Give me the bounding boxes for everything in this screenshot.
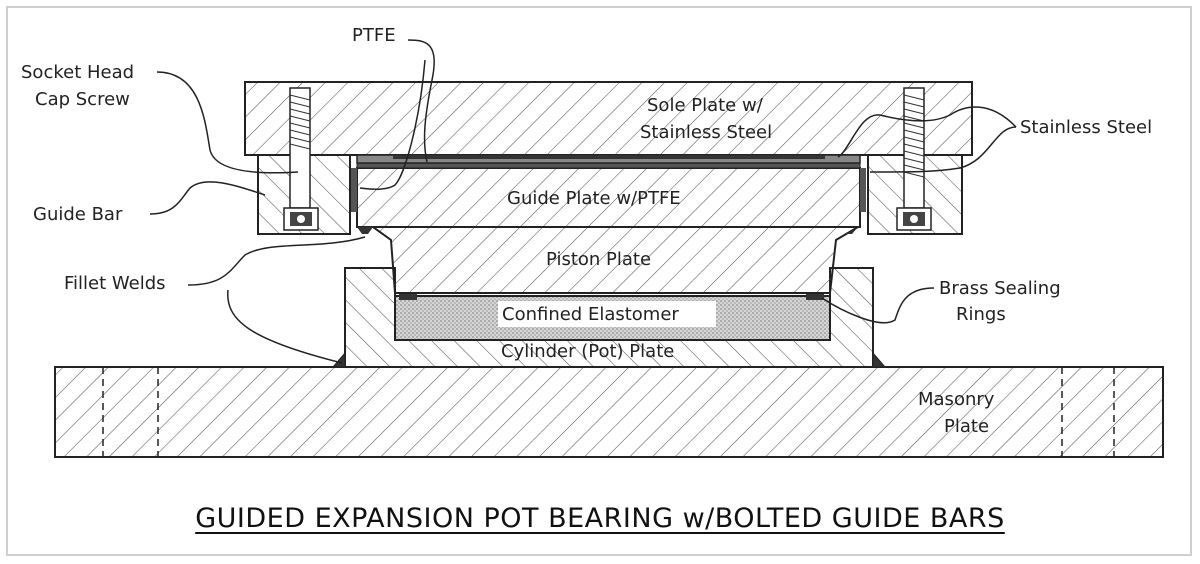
brass-ring-left <box>399 294 417 300</box>
piston-plate <box>369 226 862 300</box>
label-guide-plate: Guide Plate w/PTFE <box>507 188 681 209</box>
diagram-title-text: GUIDED EXPANSION POT BEARING w/BOLTED GU… <box>195 503 1005 534</box>
label-stainless-steel: Stainless Steel <box>1020 117 1152 138</box>
label-sole-plate-2: Stainless Steel <box>640 122 772 143</box>
label-ptfe: PTFE <box>352 25 396 46</box>
label-cylinder-plate: Cylinder (Pot) Plate <box>501 341 674 362</box>
guide-bar-left <box>257 87 351 235</box>
brass-ring-right <box>806 294 824 300</box>
label-brass-1: Brass Sealing <box>939 278 1061 299</box>
label-sole-plate-1: Sole Plate w/ <box>647 95 764 116</box>
label-socket-head-1: Socket Head <box>21 62 134 83</box>
label-guide-bar: Guide Bar <box>33 204 123 225</box>
label-socket-head-2: Cap Screw <box>35 89 130 110</box>
label-piston-plate: Piston Plate <box>546 249 651 270</box>
sole-plate <box>244 81 973 164</box>
elastomer-label-bg <box>498 301 716 327</box>
guide-bar-right <box>867 87 963 235</box>
label-masonry-1: Masonry <box>918 389 995 410</box>
label-fillet-welds: Fillet Welds <box>64 273 166 294</box>
leader-lines <box>149 39 1017 364</box>
label-confined-elastomer: Confined Elastomer <box>502 304 679 325</box>
guide-plate <box>351 162 866 234</box>
diagram-title: GUIDED EXPANSION POT BEARING w/BOLTED GU… <box>0 503 1200 534</box>
label-masonry-2: Plate <box>944 416 989 437</box>
masonry-plate <box>54 366 1164 458</box>
label-brass-2: Rings <box>956 304 1006 325</box>
